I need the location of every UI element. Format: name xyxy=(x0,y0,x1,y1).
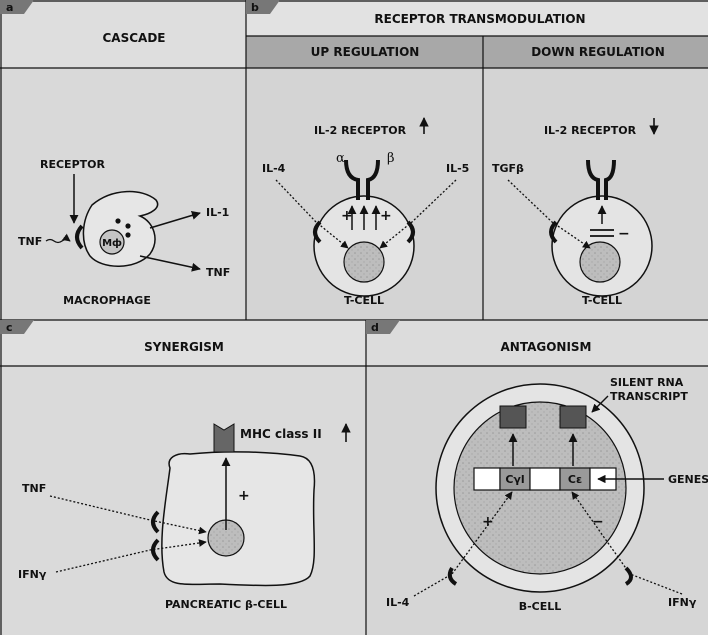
il1-arrow xyxy=(149,211,201,229)
il5-signal-arrow xyxy=(379,179,457,249)
beta-label: β xyxy=(387,151,395,166)
panel-d-header xyxy=(366,320,708,366)
panel-b-letter: b xyxy=(251,1,259,14)
pancreatic-caption: PANCREATIC β-CELL xyxy=(165,598,287,611)
tnf-signal-arrow xyxy=(49,495,207,535)
b-cell-caption: B-CELL xyxy=(519,600,562,613)
panel-a-letter: a xyxy=(6,1,13,14)
il5-receptor xyxy=(406,220,415,244)
ifn-signal-arrow xyxy=(55,539,207,573)
up-plus-sign: + xyxy=(380,208,392,224)
transcript-label: TRANSCRIPT xyxy=(610,390,688,403)
macrophage-symbol: Mф xyxy=(102,237,122,249)
c-gamma-gene-label: Cγl xyxy=(505,473,524,486)
il5-label: IL-5 xyxy=(446,162,469,175)
ifn-gamma-b-label: IFNγ xyxy=(668,596,697,609)
panel-d-letter: d xyxy=(371,321,379,334)
granule xyxy=(125,223,131,229)
up-plus-sign: + xyxy=(341,208,353,224)
granule xyxy=(125,232,131,238)
ifn-gamma-label: IFNγ xyxy=(18,568,47,581)
tgf-receptor xyxy=(549,220,558,244)
panel-b-header xyxy=(246,0,708,36)
t-cell-down-caption: T-CELL xyxy=(582,294,622,307)
pancreatic-beta-cell xyxy=(161,451,316,587)
t-cell-up-nucleus xyxy=(343,241,385,283)
il2-receptor-icon xyxy=(344,159,380,200)
macrophage-caption: MACROPHAGE xyxy=(63,294,151,307)
up-regulation-header xyxy=(246,36,483,68)
panel-d-title: ANTAGONISM xyxy=(500,340,591,354)
tgf-beta-label: TGFβ xyxy=(492,162,524,175)
down-minus-sign: − xyxy=(618,226,630,242)
t-cell-up-caption: T-CELL xyxy=(344,294,384,307)
panel-a-header xyxy=(0,0,246,68)
tnf-in-arrow xyxy=(45,233,71,244)
panel-c-header xyxy=(0,320,366,366)
tnf-in-label: TNF xyxy=(18,235,42,248)
tnf-out-label: TNF xyxy=(206,266,230,279)
il4-receptor-b xyxy=(447,566,458,586)
synergism-plus-sign: + xyxy=(238,488,250,504)
silent-rna-box xyxy=(559,405,587,429)
tnf-out-arrow xyxy=(139,255,201,272)
il4-b-label: IL-4 xyxy=(386,596,410,609)
up-il2-receptor-label: IL-2 RECEPTOR xyxy=(314,124,407,137)
silent-rna-label: SILENT RNA xyxy=(610,376,684,389)
panel-b-title: RECEPTOR TRANSMODULATION xyxy=(374,12,585,26)
t-cell-down-nucleus xyxy=(579,241,621,283)
tnf-receptor xyxy=(151,510,160,534)
tnf-label: TNF xyxy=(22,482,46,495)
c-epsilon-gene-label: Cε xyxy=(568,473,582,486)
down-il2-receptor-icon xyxy=(586,159,616,200)
genes-label: GENES xyxy=(668,473,708,486)
panel-a-title: CASCADE xyxy=(103,31,166,45)
alpha-label: α xyxy=(336,151,345,166)
antagonism-minus-sign: − xyxy=(592,514,604,530)
gene-strip xyxy=(473,467,617,491)
mhc-class-ii-label: MHC class II xyxy=(240,427,322,441)
silent-rna-pointer xyxy=(591,395,609,413)
macrophage-nucleus xyxy=(99,229,125,255)
ifn-receptor xyxy=(151,538,160,562)
tgf-signal-arrow xyxy=(507,179,591,249)
down-regulation-header xyxy=(483,36,708,68)
down-il2-receptor-label: IL-2 RECEPTOR xyxy=(544,124,637,137)
macrophage-receptor xyxy=(75,224,84,250)
receptor-label: RECEPTOR xyxy=(40,158,105,171)
granule xyxy=(115,218,121,224)
mhc-class-ii-icon xyxy=(213,423,235,453)
macrophage-cell xyxy=(82,190,159,267)
il4-signal-arrow xyxy=(275,179,349,249)
silent-rna-box xyxy=(499,405,527,429)
panel-letter-tags xyxy=(0,0,400,334)
antagonism-plus-sign: + xyxy=(482,514,494,530)
up-regulation-title: UP REGULATION xyxy=(311,45,420,59)
down-regulation-title: DOWN REGULATION xyxy=(531,45,665,59)
panel-c-title: SYNERGISM xyxy=(144,340,224,354)
il4-label: IL-4 xyxy=(262,162,286,175)
panel-c-letter: c xyxy=(6,321,13,334)
il1-label: IL-1 xyxy=(206,206,229,219)
